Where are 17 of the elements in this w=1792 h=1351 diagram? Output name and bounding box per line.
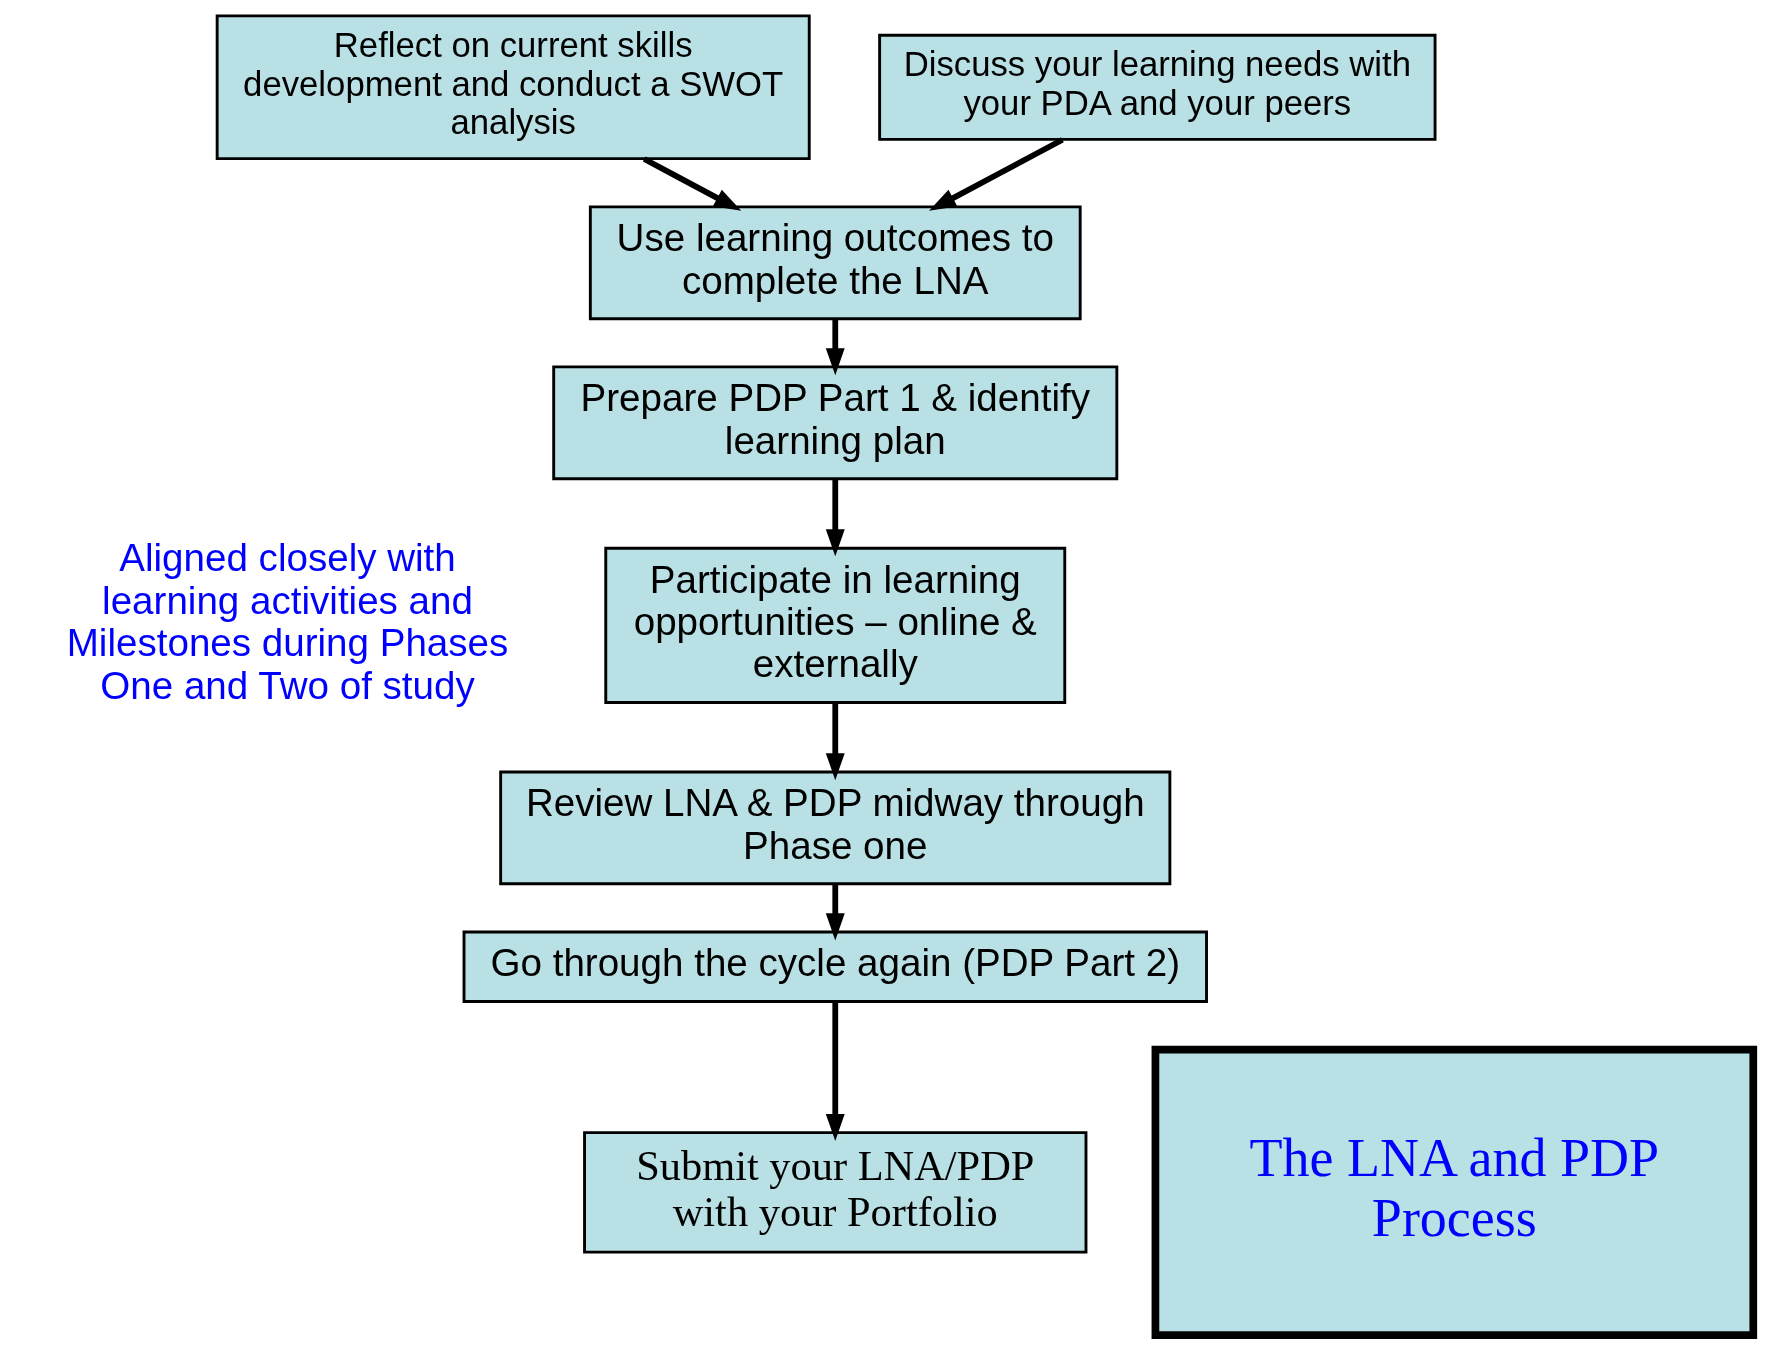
node-box: Use learning outcomes to complete the LNA xyxy=(588,205,1082,321)
node-box: Discuss your learning needs with your PDA and your peers xyxy=(877,33,1436,141)
node-box: Review LNA & PDP midway through Phase one xyxy=(498,770,1171,886)
arrow xyxy=(825,1002,845,1141)
node-box: Go through the cycle again (PDP Part 2) xyxy=(462,930,1208,1003)
label: Aligned closely with learning activities and Milestones during Phases One and Two of study xyxy=(66,536,508,707)
node-box: Submit your LNA/PDP with your Portfolio xyxy=(582,1131,1087,1254)
node-box: Reflect on current skills development and conduct a SWOT analysis xyxy=(215,14,811,161)
arrow xyxy=(825,702,845,781)
arrow xyxy=(825,479,845,557)
arrow xyxy=(825,319,845,376)
arrow xyxy=(928,137,1064,211)
arrow xyxy=(642,156,741,211)
arrow xyxy=(825,883,845,941)
node-box: The LNA and PDP Process xyxy=(1151,1045,1757,1339)
node-box: Prepare PDP Part 1 & identify learning plan xyxy=(551,365,1118,481)
node-box: Participate in learning opportunities – online & externally xyxy=(603,546,1066,704)
